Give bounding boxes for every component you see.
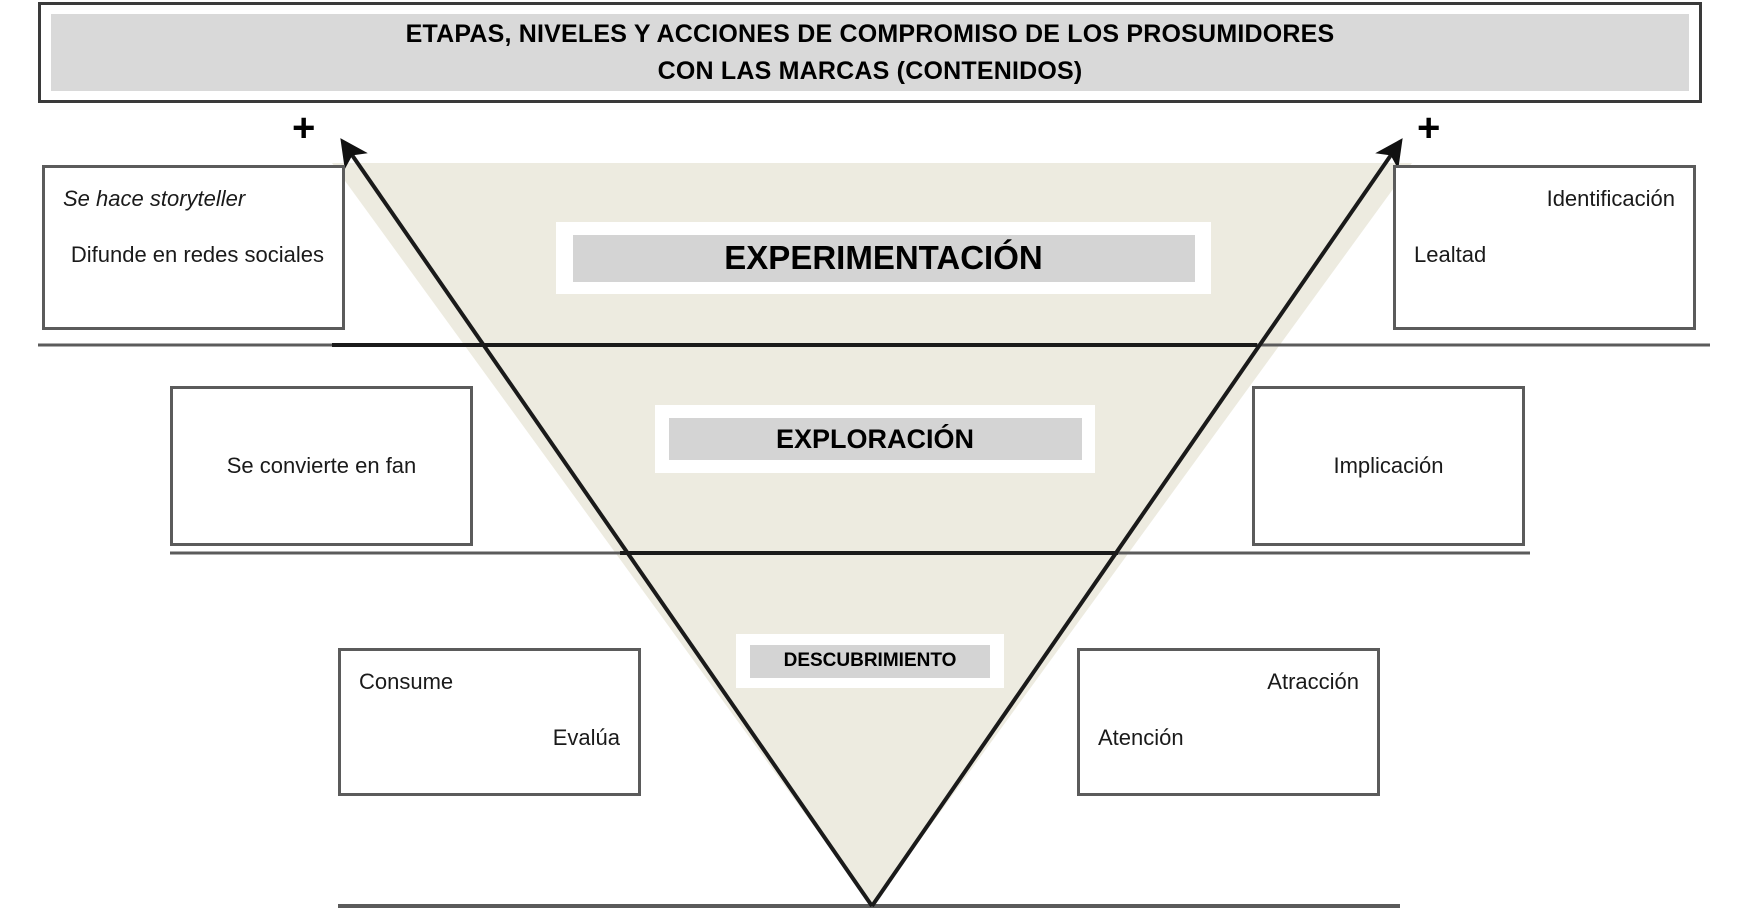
level-bottom-line-1: Atracción	[1267, 669, 1359, 694]
action-middle-line-1: Se convierte en fan	[226, 453, 417, 479]
actions-box-bottom: Consume Evalúa	[338, 648, 641, 796]
level-bottom-line-2: Atención	[1098, 724, 1184, 750]
plus-icon-right: +	[1417, 106, 1441, 150]
plus-icon-left: +	[292, 106, 316, 150]
level-top-line-1: Identificación	[1546, 186, 1675, 211]
actions-box-middle: Se convierte en fan	[170, 386, 473, 546]
stage-label-descubrimiento: DESCUBRIMIENTO	[736, 634, 1004, 688]
stage-plate-3: DESCUBRIMIENTO	[750, 644, 990, 678]
funnel-edge-right-arrow	[870, 138, 1403, 908]
title-plate: ETAPAS, NIVELES Y ACCIONES DE COMPROMISO…	[51, 14, 1689, 91]
stage-plate-1: EXPERIMENTACIÓN	[572, 234, 1195, 282]
stage-label-exploracion: EXPLORACIÓN	[655, 405, 1095, 473]
levels-box-bottom: Atracción Atención	[1077, 648, 1380, 796]
action-bottom-line-2: Evalúa	[552, 724, 620, 750]
stage-label-experimentacion: EXPERIMENTACIÓN	[556, 222, 1211, 294]
funnel-edge-left-arrow	[340, 138, 874, 908]
actions-box-top: Se hace storyteller Difunde en redes soc…	[42, 165, 345, 330]
action-top-line-1: Se hace storyteller	[63, 186, 246, 211]
level-middle-line-1: Implicación	[1333, 453, 1444, 479]
action-bottom-line-1: Consume	[359, 669, 454, 694]
level-top-line-2: Lealtad	[1414, 241, 1487, 267]
page-title: ETAPAS, NIVELES Y ACCIONES DE COMPROMISO…	[405, 20, 1335, 85]
action-top-line-2: Difunde en redes sociales	[70, 241, 324, 267]
levels-box-top: Identificación Lealtad	[1393, 165, 1696, 330]
stage-plate-2: EXPLORACIÓN	[668, 418, 1082, 460]
levels-box-middle: Implicación	[1252, 386, 1525, 546]
funnel-body	[332, 163, 1412, 906]
title-banner: ETAPAS, NIVELES Y ACCIONES DE COMPROMISO…	[38, 2, 1702, 103]
